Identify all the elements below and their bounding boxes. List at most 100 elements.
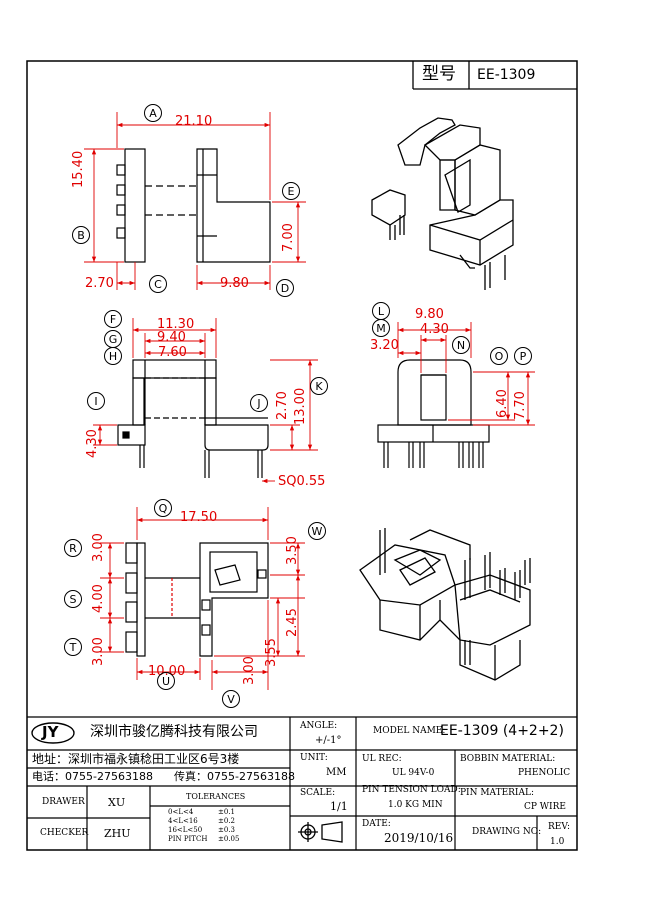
top-model-value: EE-1309: [477, 67, 536, 83]
dim-t-value: 3.00: [91, 637, 106, 666]
company-logo: [31, 722, 75, 744]
tolerances-title: TOLERANCES: [186, 792, 246, 801]
phone-value: 电话：0755-27563188: [32, 770, 153, 783]
dim-x-value: 3.55: [264, 638, 279, 667]
callout-m: M: [372, 319, 390, 337]
tolerance-value: ±0.3: [218, 826, 235, 834]
callout-g: G: [104, 330, 122, 348]
side-view: [377, 359, 490, 468]
angle-label: ANGLE:: [300, 721, 338, 731]
callout-r: R: [64, 539, 82, 557]
address-value: 深圳市福永镇稔田工业区6号3楼: [68, 752, 240, 766]
drawing-no-label: DRAWING NO:: [472, 827, 542, 837]
tolerance-range: 16<L<50: [168, 826, 203, 834]
dim-u-value: 10.00: [148, 664, 186, 679]
dim-q-value: 17.50: [180, 510, 218, 525]
dim-a-value: 21.10: [175, 114, 213, 129]
callout-t: T: [64, 638, 82, 656]
dim-s-value: 4.00: [91, 584, 106, 613]
isometric-view-top: [371, 117, 514, 290]
sheet-border: [26, 60, 578, 851]
dim-f-value: 11.30: [157, 317, 195, 332]
tolerance-range: 0<L<4: [168, 808, 194, 816]
tension-label: PIN TENSION LOAD:: [362, 785, 461, 795]
title-block-lines: [27, 716, 577, 850]
dim-m-value: 4.30: [420, 322, 449, 337]
callout-u: U: [157, 672, 175, 690]
callout-e: E: [282, 182, 300, 200]
dimension-lines: [84, 112, 535, 690]
callout-q: Q: [154, 499, 172, 517]
callout-b: B: [72, 226, 90, 244]
drawer-value: XU: [108, 796, 126, 809]
fax-value: 传真：0755-27563188: [174, 770, 295, 783]
dim-p-value: 7.70: [513, 391, 528, 420]
angle-value: +/-1°: [315, 735, 342, 746]
type-label: 型号: [422, 64, 456, 84]
callout-k: K: [310, 377, 328, 395]
scale-label: SCALE:: [300, 788, 336, 798]
callout-a: A: [144, 104, 162, 122]
dim-j-value: 2.70: [275, 391, 290, 420]
callout-j: J: [250, 394, 268, 412]
callout-l: L: [372, 302, 390, 320]
rev-value: 1.0: [550, 837, 565, 847]
scale-value: 1/1: [330, 800, 348, 813]
unit-label: UNIT:: [300, 753, 328, 763]
dim-w-value: 3.50: [285, 536, 300, 565]
dim-r-value: 3.00: [91, 533, 106, 562]
callout-v: V: [222, 690, 240, 708]
ul-value: UL 94V-0: [392, 768, 435, 778]
company-logo-text: JY: [42, 723, 59, 741]
ul-label: UL REC:: [362, 754, 402, 764]
pin-size-value: SQ0.55: [278, 474, 326, 489]
projection-symbol: [298, 821, 343, 843]
tolerance-range: 4<L<16: [168, 817, 198, 825]
top-view: [116, 148, 271, 263]
model-label: MODEL NAME:: [373, 726, 446, 736]
callout-o: O: [490, 347, 508, 365]
dim-n-value: 3.20: [370, 338, 399, 353]
dim-g-value: 9.40: [157, 330, 186, 345]
dim-o-value: 6.40: [495, 389, 510, 418]
tension-value: 1.0 KG MIN: [388, 800, 443, 810]
callout-h: H: [104, 347, 122, 365]
callout-i: I: [87, 392, 105, 410]
dim-d-value: 9.80: [220, 276, 249, 291]
bobbin-material-value: PHENOLIC: [518, 768, 571, 778]
unit-value: MM: [326, 767, 347, 778]
model-value: EE-1309 (4+2+2): [440, 723, 564, 739]
bottom-view: [125, 542, 269, 657]
tolerance-value: ±0.05: [218, 835, 240, 843]
rev-label: REV:: [548, 822, 570, 832]
isometric-view-bottom: [359, 528, 531, 681]
dim-gap-value: 2.45: [285, 608, 300, 637]
date-label: DATE:: [362, 819, 391, 829]
dim-h-value: 7.60: [158, 345, 187, 360]
dim-i-value: 4.30: [85, 429, 100, 458]
checker-label: CHECKER: [40, 828, 89, 838]
dim-v-value: 3.00: [242, 656, 257, 685]
callout-n: N: [452, 336, 470, 354]
dim-e-value: 7.00: [281, 223, 296, 252]
callout-p: P: [514, 347, 532, 365]
dim-c-value: 2.70: [85, 276, 114, 291]
tolerance-range: PIN PITCH: [168, 835, 208, 843]
top-model-box: [412, 61, 577, 90]
dim-l-value: 9.80: [415, 307, 444, 322]
dim-k-value: 13.00: [293, 387, 308, 425]
callout-c: C: [149, 275, 167, 293]
company-name: 深圳市骏亿腾科技有限公司: [90, 724, 258, 740]
front-view: [117, 359, 269, 478]
address-label: 地址：: [32, 752, 69, 766]
pin-material-value: CP WIRE: [524, 802, 566, 812]
bobbin-material-label: BOBBIN MATERIAL:: [460, 754, 556, 764]
drawer-label: DRAWER: [42, 797, 85, 807]
callout-d: D: [276, 279, 294, 297]
tolerance-value: ±0.2: [218, 817, 235, 825]
callout-f: F: [104, 310, 122, 328]
date-value: 2019/10/16: [384, 831, 454, 845]
callout-w: W: [308, 522, 326, 540]
checker-value: ZHU: [104, 827, 131, 840]
